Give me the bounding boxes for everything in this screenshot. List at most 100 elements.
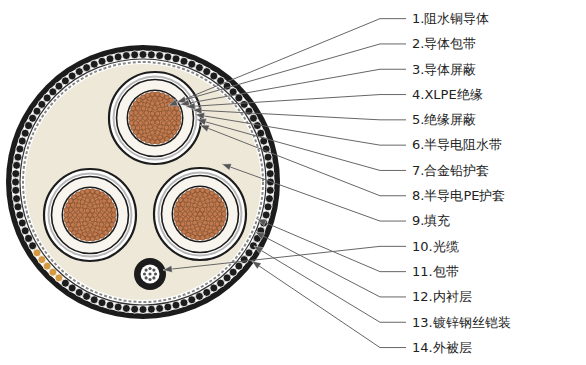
armour-wire [266, 170, 274, 178]
copper-strand [95, 190, 100, 195]
copper-strand [176, 121, 181, 126]
armour-wire [195, 64, 203, 72]
water-block-tape [50, 175, 131, 256]
copper-strand [184, 217, 189, 222]
label-column: 1.阻水铜导体2.导体包带3.导体屏蔽4.XLPE绝缘5.绝缘屏蔽6.半导电阻水… [412, 6, 511, 360]
copper-conductor [64, 189, 116, 241]
copper-strand [85, 236, 90, 241]
leader-line [195, 114, 406, 145]
armour-wire [90, 296, 98, 304]
armour-wire [18, 219, 26, 227]
copper-strand [66, 203, 71, 208]
copper-strand [200, 235, 205, 240]
copper-strand [83, 221, 88, 226]
copper-strand [200, 216, 205, 221]
copper-strand [161, 121, 166, 126]
copper-strand [160, 138, 165, 143]
insulation-screen [52, 177, 129, 254]
copper-strand [98, 213, 103, 218]
copper-strand [165, 95, 170, 100]
armour-wire [21, 227, 29, 235]
copper-strand [164, 125, 169, 130]
copper-strand [144, 121, 149, 126]
copper-strand [141, 125, 146, 130]
armour-wire [266, 186, 274, 194]
copper-strand [137, 98, 142, 103]
copper-strand [88, 203, 93, 208]
copper-strand [83, 204, 88, 209]
copper-strand [76, 222, 81, 227]
armour-wire [156, 52, 164, 60]
copper-strand [220, 202, 225, 207]
copper-strand [90, 208, 95, 213]
copper-strand [195, 207, 200, 212]
copper-strand [145, 93, 150, 98]
copper-strand [100, 192, 105, 197]
arrowhead [254, 246, 264, 254]
copper-strand [144, 111, 149, 116]
copper-strand [214, 229, 219, 234]
optical-fiber [152, 276, 155, 279]
copper-strand [161, 111, 166, 116]
copper-strand [96, 218, 101, 223]
copper-strand [208, 212, 213, 217]
copper-strand [74, 207, 79, 212]
core [44, 169, 136, 261]
optical-core [141, 265, 160, 284]
copper-strand [150, 120, 155, 125]
copper-strand [110, 222, 115, 227]
arrowhead [252, 261, 261, 269]
copper-strand [174, 207, 179, 212]
conductor-tape [173, 187, 227, 241]
armour-wire [265, 195, 273, 203]
callout-label: 12.内衬层 [412, 284, 511, 309]
copper-strand [200, 197, 205, 202]
copper-strand [153, 106, 158, 111]
armour-wire [106, 55, 114, 63]
copper-strand [160, 93, 165, 98]
armour-wire [12, 186, 20, 194]
cable [6, 45, 280, 319]
copper-strand [150, 101, 155, 106]
copper-strand [85, 198, 90, 203]
leader-line [254, 246, 406, 322]
copper-strand [88, 213, 93, 218]
leader-line [255, 232, 406, 297]
callout-label: 7.合金铅护套 [412, 158, 511, 183]
leader-line [200, 125, 406, 196]
arrowhead [200, 125, 210, 132]
armour-wire [114, 303, 122, 311]
copper-strand [102, 218, 107, 223]
armour-wire [188, 296, 196, 304]
leader-line [186, 95, 406, 107]
armour-wire [75, 288, 83, 296]
armour-ground [12, 51, 275, 314]
copper-strand [217, 197, 222, 202]
copper-strand [141, 136, 146, 141]
callout-label: 5.绝缘屏蔽 [412, 107, 511, 132]
copper-strand [85, 227, 90, 232]
arrowhead [168, 99, 178, 106]
arrowhead [186, 103, 195, 110]
copper-strand [163, 116, 168, 121]
copper-strand [190, 225, 195, 230]
copper-strand [93, 221, 98, 226]
copper-strand [138, 116, 143, 121]
water-block-tape [160, 174, 241, 255]
copper-strand [131, 125, 136, 130]
copper-strand [150, 111, 155, 116]
conductor-screen [172, 186, 229, 243]
callout-label: 9.填充 [412, 208, 511, 233]
copper-strand [200, 188, 205, 193]
copper-strand [66, 222, 71, 227]
armour-wire [172, 301, 180, 309]
copper-strand [145, 103, 150, 108]
armour-wire [14, 203, 22, 211]
copper-strand [99, 203, 104, 208]
copper-strand [175, 125, 180, 130]
copper-strand [195, 235, 200, 240]
copper-strand [158, 124, 163, 129]
copper-strand [129, 116, 134, 121]
optical-fiber [148, 272, 151, 275]
armour-wire [147, 51, 155, 59]
